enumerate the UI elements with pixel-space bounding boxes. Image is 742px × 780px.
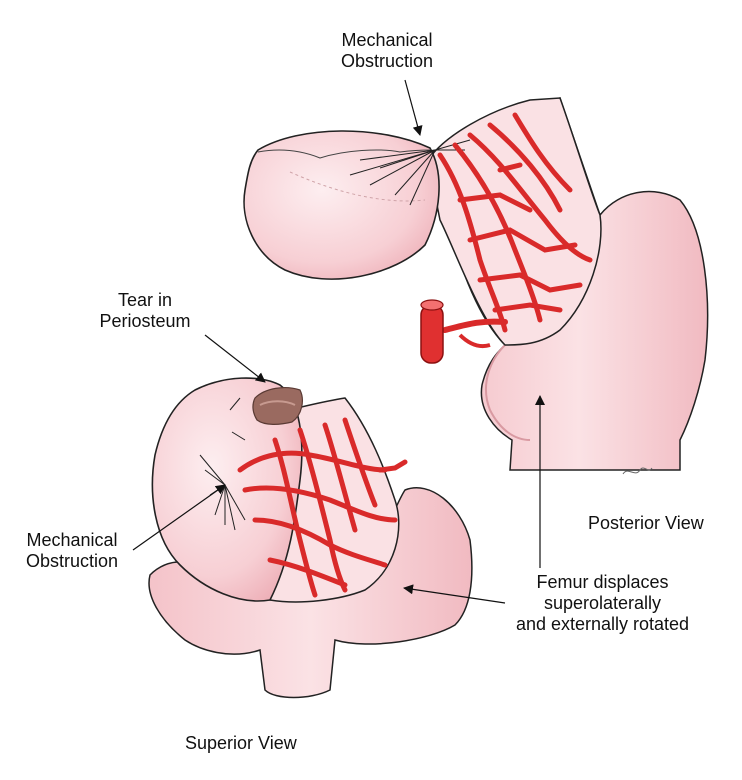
mech-top-arrow (404, 79, 423, 136)
posterior-lesser-trochanter (485, 344, 531, 441)
mechanical-obstruction-label-left: Mechanical Obstruction (25, 530, 119, 571)
mechanical-obstruction-label-top: Mechanical Obstruction (340, 30, 434, 71)
posterior-retinacular-vessels (437, 112, 593, 333)
posterior-view-label: Posterior View (588, 513, 704, 533)
superior-retinacular-vessels (237, 417, 408, 598)
tear-in-periosteum-label: Tear in Periosteum (99, 290, 191, 331)
mech-left-arrow (132, 484, 226, 551)
tear-arrow (204, 334, 266, 383)
superior-view-femur (148, 377, 473, 699)
artist-signature (622, 467, 653, 475)
femur-displaces-label: Femur displaces superolaterally and exte… (515, 572, 690, 634)
periosteum-tear (252, 387, 303, 425)
posterior-femoral-head (243, 130, 440, 280)
femur-displace-arrow-left (403, 584, 506, 604)
posterior-head-fracture-line (257, 149, 433, 159)
superior-view-label: Superior View (185, 733, 297, 753)
circumflex-artery (420, 299, 508, 364)
posterior-view-femur (243, 97, 709, 475)
